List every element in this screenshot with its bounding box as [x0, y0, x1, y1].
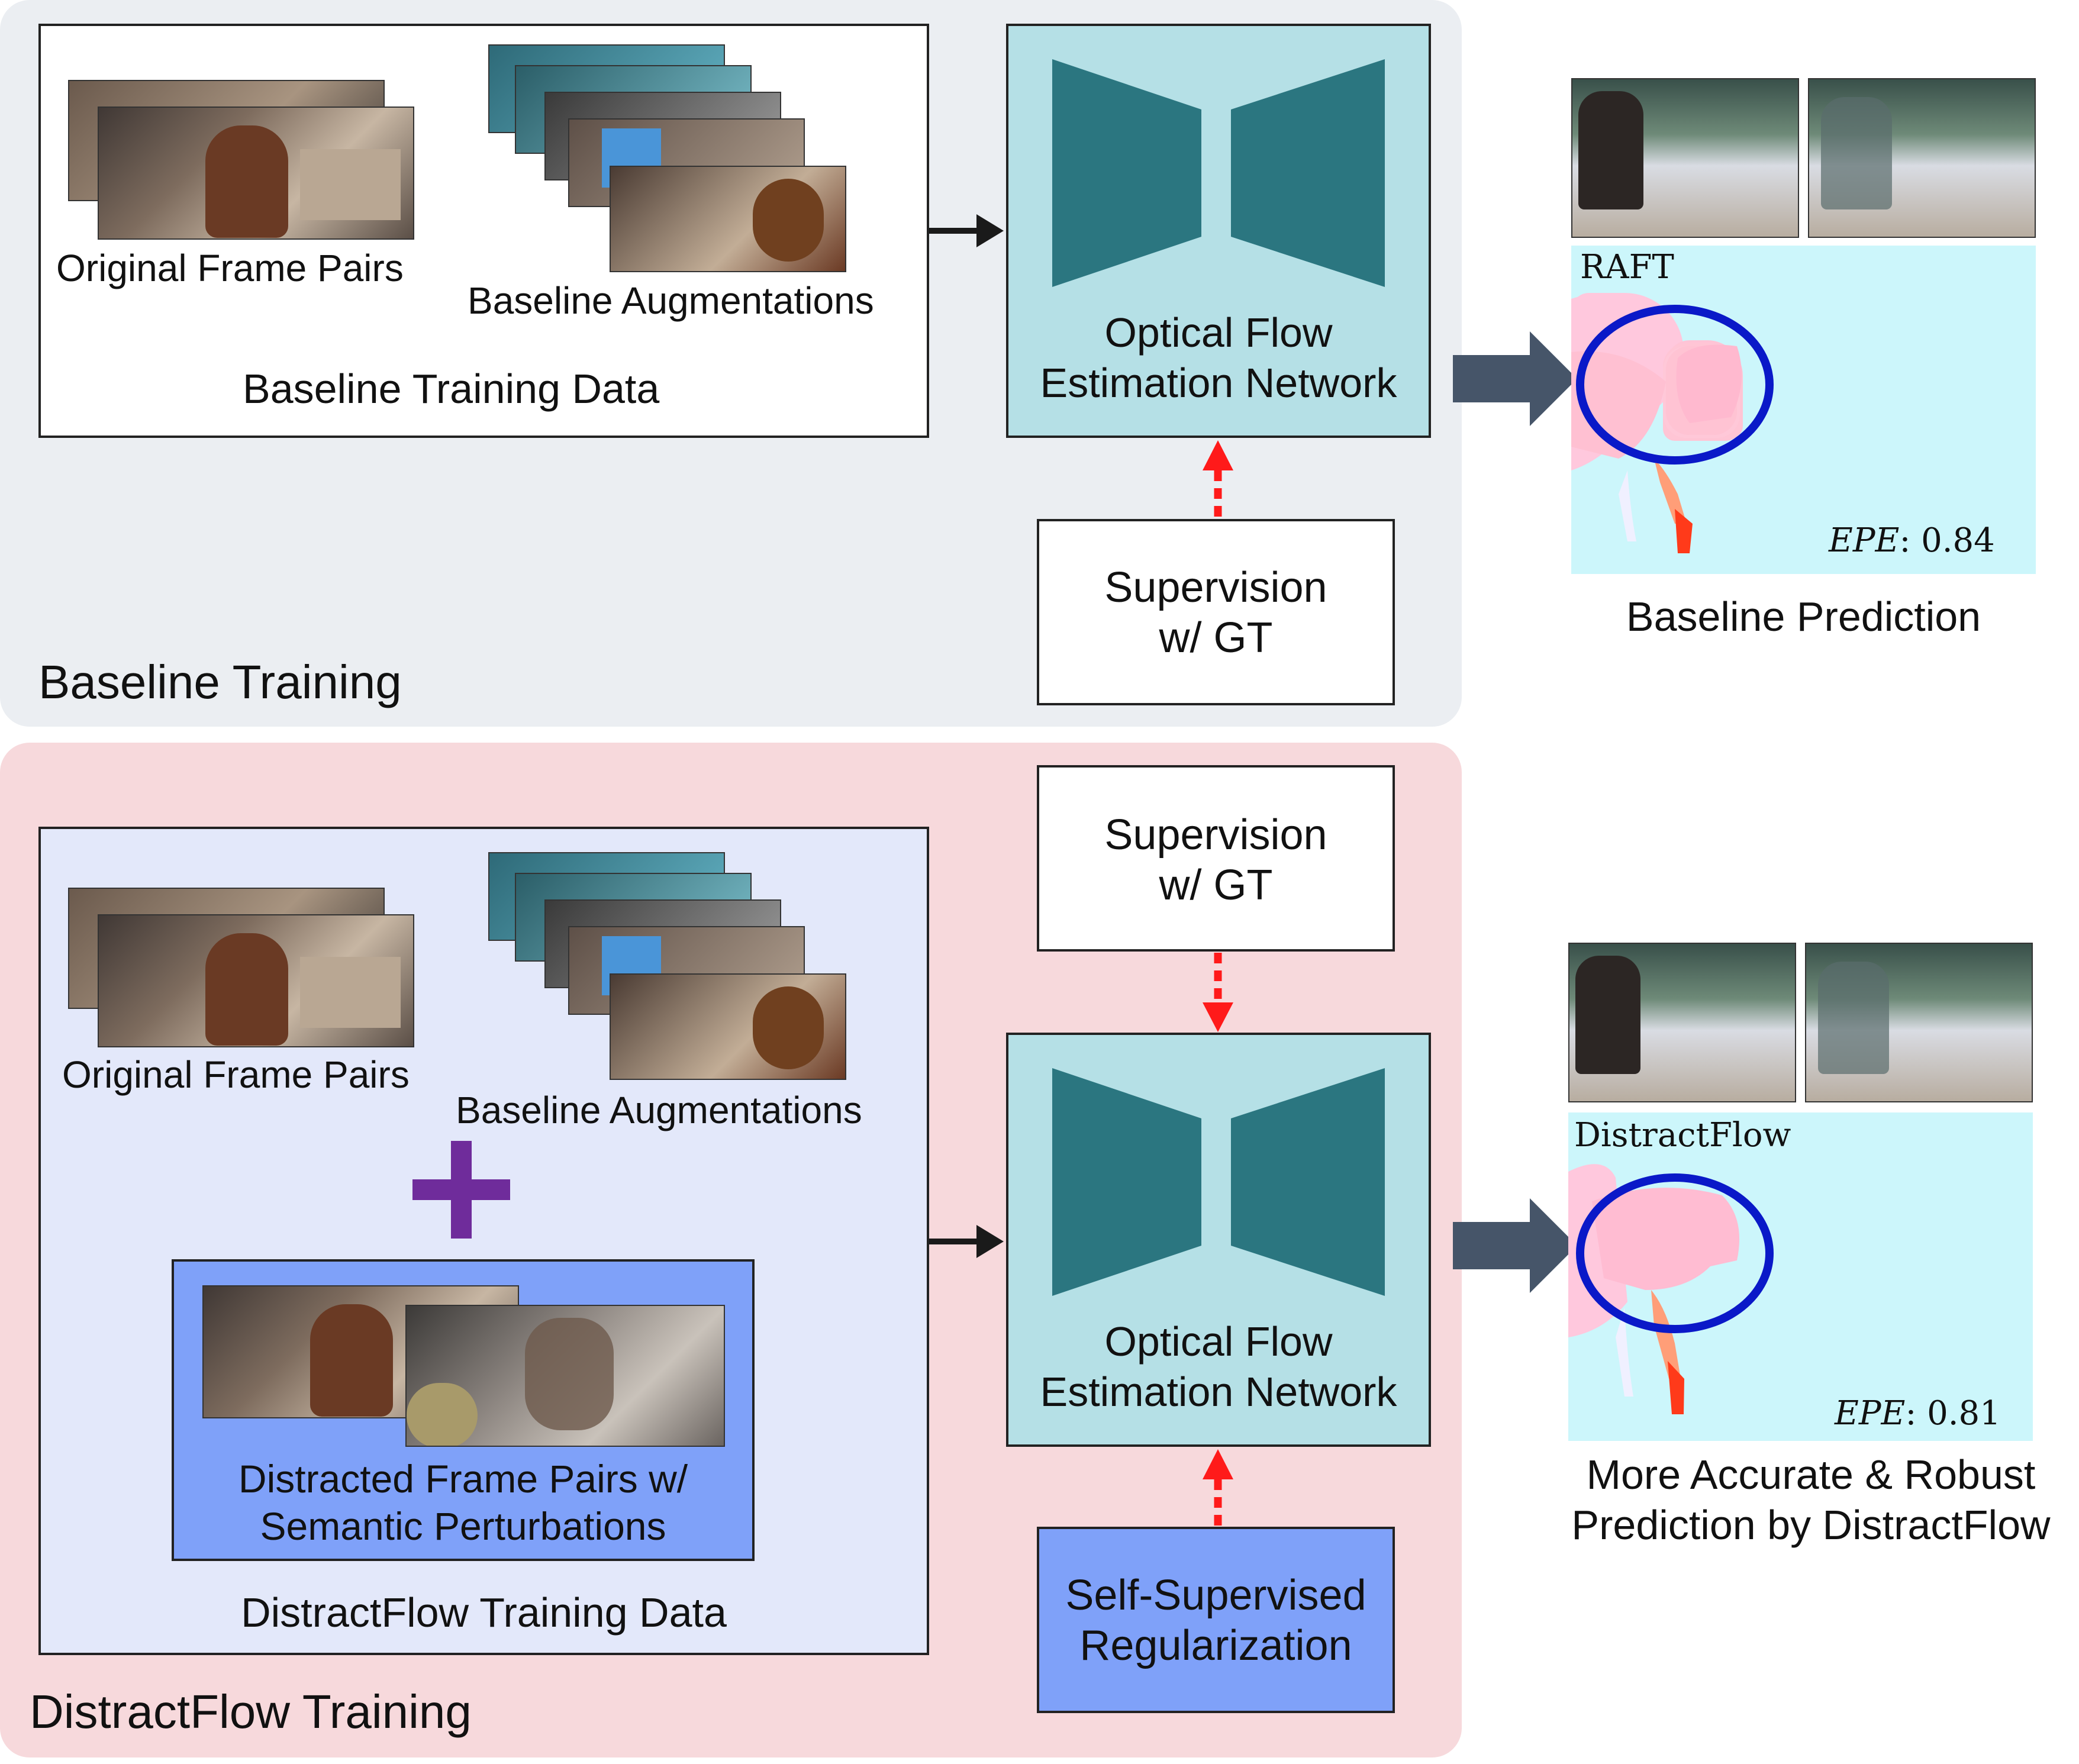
regularization-line1: Self-Supervised: [1065, 1572, 1366, 1619]
data-to-network-arrow: [929, 214, 1004, 247]
distract-input-frame-2: [1805, 943, 2033, 1102]
distract-flow-shapes: [1568, 1164, 1740, 1414]
distract-epe: EPE: 0.81: [1835, 1394, 2001, 1433]
regularization-dashed-arrow: [1203, 1449, 1233, 1528]
baseline-data-box-title: Baseline Training Data: [243, 366, 660, 412]
epe-symbol: EPE: [1835, 1394, 1906, 1433]
distract-method-tag: DistractFlow: [1574, 1116, 1791, 1154]
baseline-section-title: Baseline Training: [38, 656, 402, 708]
distracted-label-line2: Semantic Perturbations: [260, 1504, 666, 1548]
regularization-line2: Regularization: [1079, 1622, 1352, 1669]
baseline-flow-shapes: [1571, 295, 1742, 553]
frame-thumbnail: [610, 973, 846, 1080]
frame-thumbnail: [98, 914, 414, 1047]
baseline-output-arrow: [1453, 331, 1577, 426]
baseline-original-label: Original Frame Pairs: [56, 247, 404, 289]
distract-highlight-circle: [1576, 1173, 1774, 1333]
supervision-dashed-arrow: [1203, 440, 1233, 520]
regularization-box: [1037, 1527, 1395, 1713]
encoder-decoder-shape: [1052, 59, 1385, 287]
distract-augment-label: Baseline Augmentations: [456, 1089, 862, 1131]
baseline-supervision-line1: Supervision: [1104, 564, 1327, 611]
frame-thumbnail: [98, 107, 414, 240]
epe-symbol: EPE: [1829, 521, 1900, 560]
distract-output-arrow: [1453, 1198, 1577, 1293]
distract-supervision-line2: w/ GT: [1159, 862, 1273, 909]
epe-value: : 0.84: [1899, 521, 1995, 560]
distract-supervision-box: [1037, 765, 1395, 952]
data-to-network-arrow: [929, 1225, 1004, 1258]
supervision-dashed-arrow: [1203, 953, 1233, 1032]
distract-prediction-caption-line1: More Accurate & Robust: [1586, 1452, 2036, 1498]
distract-supervision-line1: Supervision: [1104, 811, 1327, 859]
distract-prediction-caption-line2: Prediction by DistractFlow: [1571, 1502, 2051, 1548]
baseline-method-tag: RAFT: [1580, 248, 1674, 286]
baseline-supervision-line2: w/ GT: [1159, 614, 1273, 662]
distract-input-frame-1: [1568, 943, 1796, 1102]
distract-network-label-line1: Optical Flow: [1104, 1318, 1333, 1365]
baseline-supervision-box: [1037, 519, 1395, 705]
distracted-frame-mixed: [405, 1305, 725, 1447]
distract-network-label-line2: Estimation Network: [1040, 1369, 1397, 1415]
frame-thumbnail: [610, 166, 846, 272]
distracted-label-line1: Distracted Frame Pairs w/: [238, 1457, 688, 1501]
distract-data-box-title: DistractFlow Training Data: [241, 1589, 727, 1636]
baseline-network-label-line2: Estimation Network: [1040, 360, 1397, 406]
baseline-input-frame-1: [1571, 78, 1799, 238]
plus-icon: [412, 1141, 510, 1239]
encoder-decoder-shape: [1052, 1068, 1385, 1296]
distract-original-label: Original Frame Pairs: [62, 1053, 410, 1096]
baseline-network-label-line1: Optical Flow: [1104, 309, 1333, 356]
baseline-augment-label: Baseline Augmentations: [468, 279, 874, 322]
baseline-prediction-caption: Baseline Prediction: [1626, 594, 1981, 640]
distract-section-title: DistractFlow Training: [30, 1685, 472, 1738]
epe-value: : 0.81: [1905, 1394, 2001, 1433]
baseline-epe: EPE: 0.84: [1829, 521, 1995, 560]
baseline-highlight-circle: [1576, 305, 1774, 465]
baseline-input-frame-2: [1808, 78, 2036, 238]
